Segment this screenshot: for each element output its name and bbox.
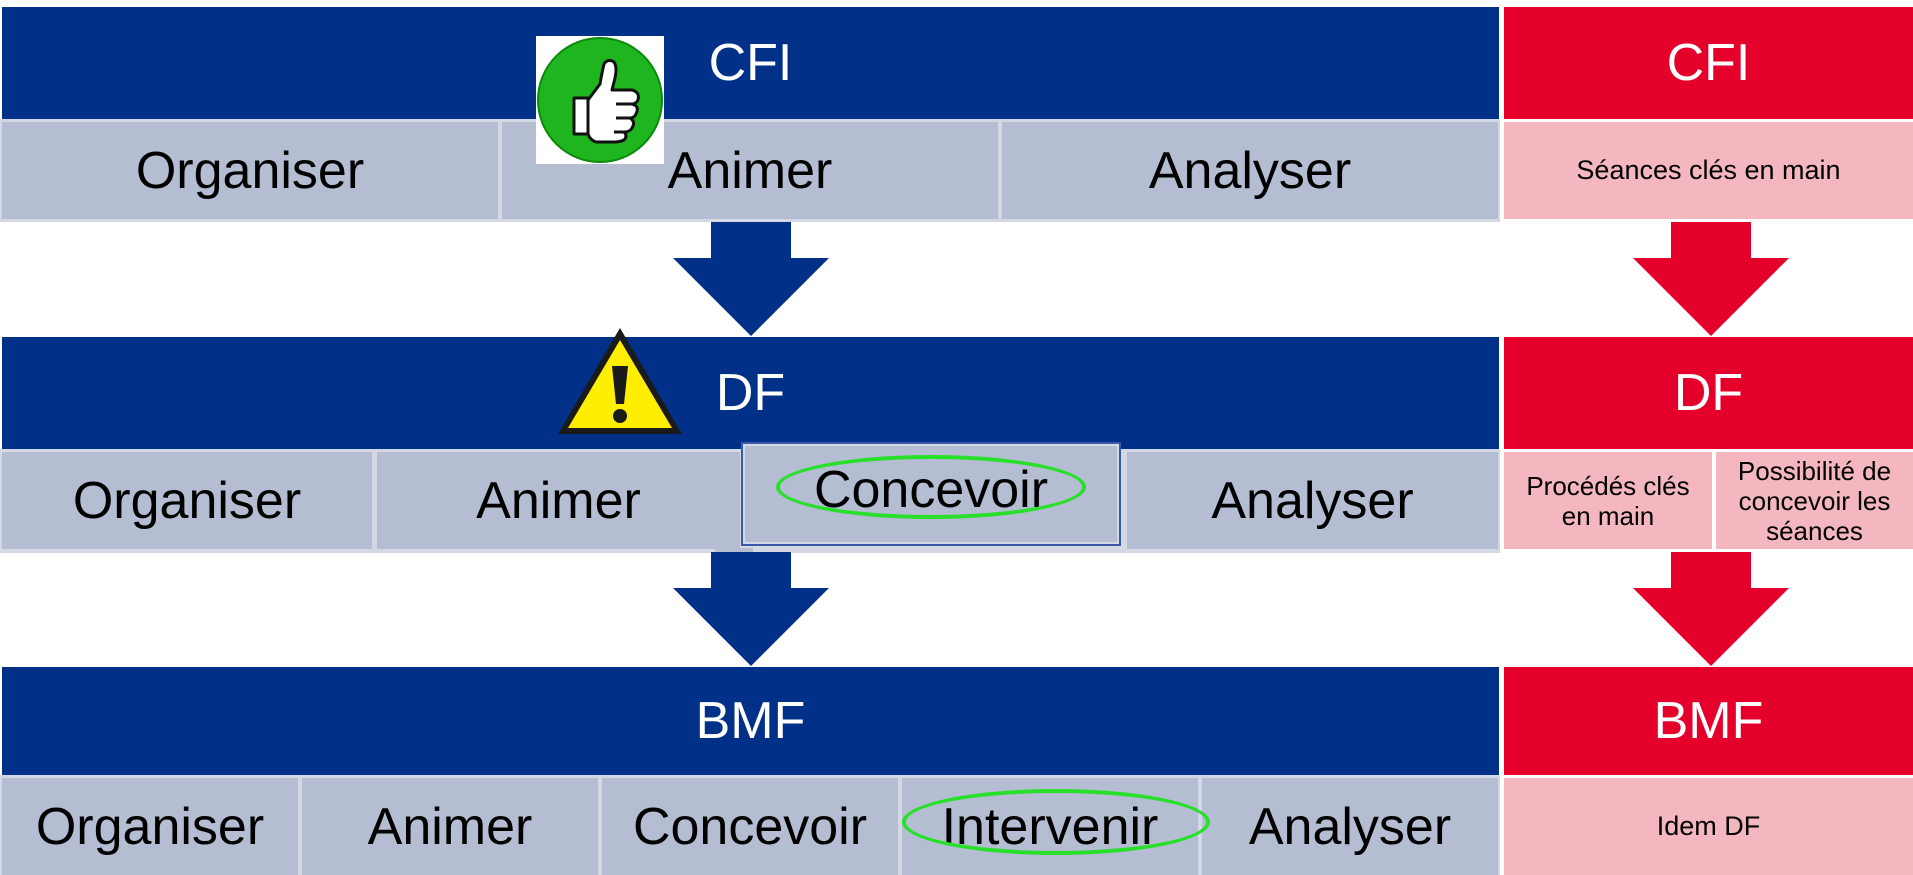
cell-label: Procédés clés en main — [1526, 470, 1690, 531]
concevoir-highlight-oval — [776, 455, 1086, 519]
thumbs-up-icon — [536, 36, 664, 164]
cfi-right-title: CFI — [1666, 34, 1751, 92]
bmf-cell-animer: Animer — [302, 778, 598, 875]
cell-label: Concevoir — [632, 797, 868, 856]
df-right-cell-procedes: Procédés clés en main — [1504, 452, 1712, 549]
down-arrow-icon — [1633, 552, 1789, 666]
cell-label: Analyser — [1148, 141, 1352, 200]
down-arrow-icon — [1633, 222, 1789, 336]
bmf-cells-row: Organiser Animer Concevoir Intervenir An… — [0, 775, 1500, 875]
df-title: DF — [715, 364, 786, 422]
cfi-cell-analyser: Analyser — [1002, 122, 1498, 219]
cfi-title: CFI — [708, 34, 793, 92]
bmf-title: BMF — [695, 692, 806, 750]
df-right-title: DF — [1673, 364, 1744, 422]
cell-label: Animer — [667, 141, 833, 200]
cfi-header-bar: CFI — [2, 7, 1499, 119]
bmf-header-bar: BMF — [2, 667, 1499, 775]
bmf-cell-organiser: Organiser — [2, 778, 298, 875]
intervenir-highlight-oval — [902, 789, 1210, 855]
cfi-cells-row: Organiser Animer Analyser — [0, 119, 1500, 222]
bmf-cell-analyser: Analyser — [1202, 778, 1498, 875]
cell-label: Analyser — [1211, 471, 1414, 530]
bmf-right-title: BMF — [1653, 692, 1764, 750]
df-connector-tab — [715, 548, 753, 554]
df-cell-organiser: Organiser — [2, 452, 372, 549]
df-cell-animer: Animer — [377, 452, 740, 549]
cell-label: Organiser — [35, 797, 265, 856]
cfi-cell-organiser: Organiser — [2, 122, 498, 219]
bmf-right-cell: Idem DF — [1504, 778, 1913, 875]
df-cell-analyser: Analyser — [1127, 452, 1498, 549]
cell-label: Animer — [476, 471, 641, 530]
cell-label: Idem DF — [1656, 811, 1761, 841]
cfi-right-header-bar: CFI — [1504, 7, 1913, 119]
cfi-right-cell: Séances clés en main — [1504, 122, 1913, 219]
cell-label: Organiser — [135, 141, 365, 200]
bmf-cell-concevoir: Concevoir — [602, 778, 898, 875]
down-arrow-icon — [673, 222, 829, 336]
cell-label: Analyser — [1248, 797, 1452, 856]
df-header-bar: DF — [2, 337, 1499, 449]
cell-label: Organiser — [72, 471, 302, 530]
cfi-cell-animer: Animer — [502, 122, 998, 219]
down-arrow-icon — [673, 552, 829, 666]
warning-triangle-icon — [556, 326, 684, 436]
cell-label: Séances clés en main — [1576, 155, 1841, 185]
df-right-cell-possibilite: Possibilité de concevoir les séances — [1716, 452, 1913, 549]
cell-label: Animer — [367, 797, 533, 856]
df-right-header-bar: DF — [1504, 337, 1913, 449]
cell-label: Possibilité de concevoir les séances — [1737, 455, 1892, 546]
df-cells-row: Organiser Animer Concevoir Analyser — [0, 442, 1500, 553]
bmf-right-header-bar: BMF — [1504, 667, 1913, 775]
